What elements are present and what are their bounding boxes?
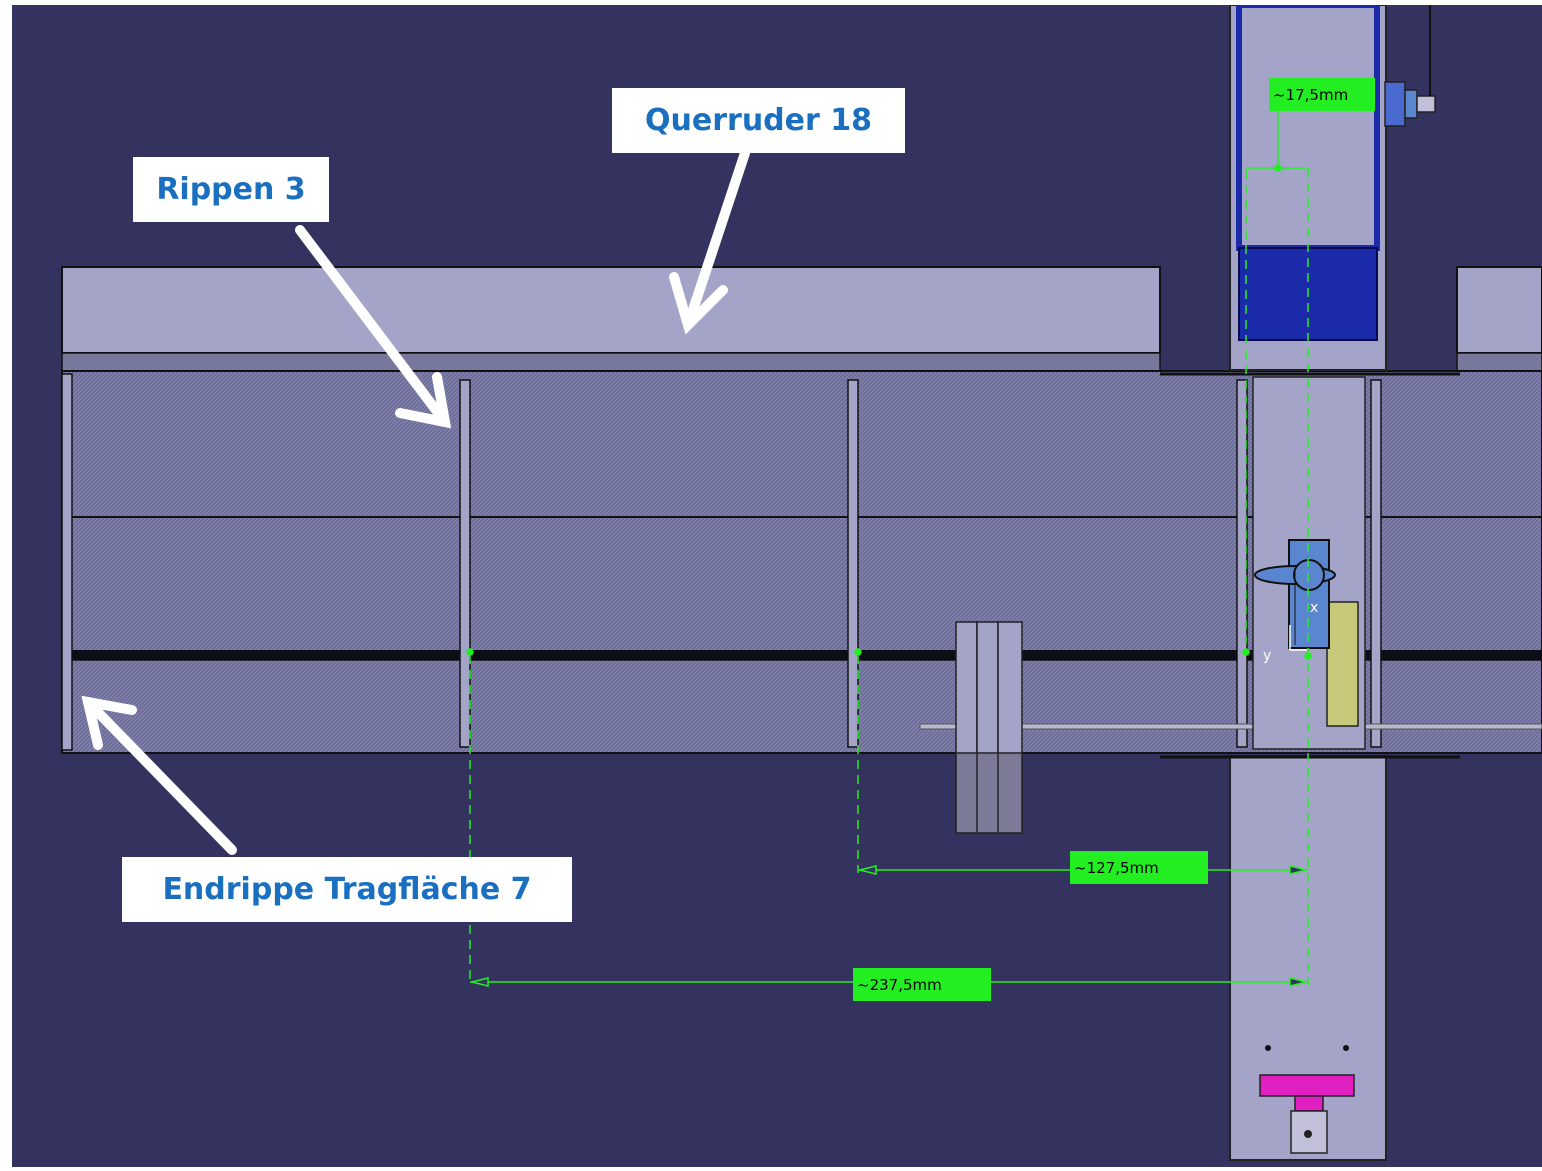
rib-4[interactable] (1370, 379, 1382, 748)
cad-drawing: x y (61, 5, 1542, 1161)
callout-endrippe: Endrippe Tragfläche 7 (122, 857, 572, 922)
dimension-label-127-5[interactable]: ~127,5mm (1070, 851, 1208, 884)
callout-querruder: Querruder 18 (612, 88, 905, 153)
callout-rippen: Rippen 3 (133, 157, 329, 222)
dimension-label-17-5[interactable]: ~17,5mm (1269, 78, 1375, 111)
axis-x-label: x (1310, 600, 1318, 616)
bracket-part[interactable] (955, 621, 1023, 834)
aileron-part[interactable] (61, 266, 1542, 372)
servo-mount-column[interactable] (1160, 5, 1460, 1161)
rib-2[interactable] (847, 379, 859, 748)
servo[interactable] (1254, 539, 1336, 649)
servo-plate[interactable] (1326, 601, 1359, 727)
cad-viewport[interactable]: x y (12, 5, 1542, 1167)
dimension-label-237-5[interactable]: ~237,5mm (853, 968, 991, 1001)
rib-3[interactable] (1236, 379, 1248, 748)
annotation-arrows (81, 148, 750, 855)
axis-y-label: y (1263, 648, 1271, 664)
connector-part[interactable] (1384, 5, 1436, 127)
main-spar[interactable] (62, 650, 1542, 660)
bottom-fitting[interactable] (1259, 1045, 1355, 1154)
axis-triad: x y (1263, 600, 1318, 664)
push-rod[interactable] (919, 723, 1542, 730)
end-rib[interactable] (61, 373, 73, 751)
rib-1[interactable] (459, 379, 471, 748)
